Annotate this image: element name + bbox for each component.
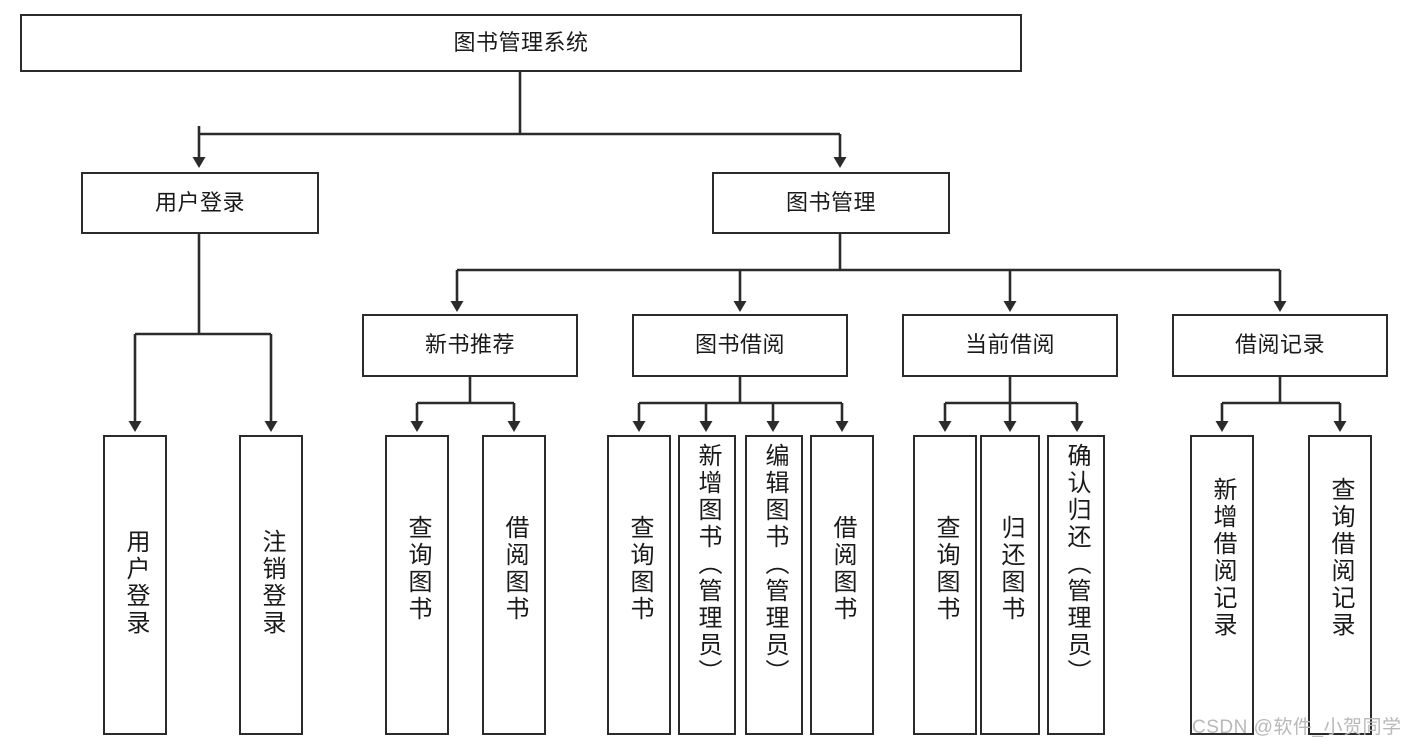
node-user-login[interactable]: 用户登录 — [81, 172, 319, 234]
node-label: 图书借阅 — [694, 332, 785, 358]
leaf-current-borrow-confirm-return[interactable]: 确认归还（管理员） — [1047, 435, 1105, 735]
leaf-user-login-logout[interactable]: 注销登录 — [239, 435, 303, 735]
node-label: 归还图书 — [997, 515, 1024, 623]
node-label: 查询图书 — [626, 515, 653, 623]
node-label: 当前借阅 — [964, 332, 1055, 358]
node-book-borrow[interactable]: 图书借阅 — [632, 314, 848, 377]
node-book-management[interactable]: 图书管理 — [712, 172, 950, 234]
leaf-book-borrow-add-book[interactable]: 新增图书（管理员） — [678, 435, 736, 735]
leaf-user-login-login[interactable]: 用户登录 — [103, 435, 167, 735]
node-label: 借阅图书 — [501, 515, 528, 623]
node-label: 用户登录 — [122, 529, 149, 637]
node-current-borrow[interactable]: 当前借阅 — [902, 314, 1118, 377]
node-label: 注销登录 — [258, 529, 285, 637]
node-borrow-record[interactable]: 借阅记录 — [1172, 314, 1388, 377]
node-label: 借阅图书 — [829, 515, 856, 623]
leaf-borrow-record-add-record[interactable]: 新增借阅记录 — [1190, 435, 1254, 735]
node-label: 确认归还（管理员） — [1063, 443, 1090, 686]
leaf-book-borrow-borrow-book[interactable]: 借阅图书 — [810, 435, 874, 735]
leaf-current-borrow-query-book[interactable]: 查询图书 — [913, 435, 977, 735]
leaf-book-borrow-edit-book[interactable]: 编辑图书（管理员） — [745, 435, 803, 735]
node-label: 图书管理系统 — [453, 29, 589, 55]
node-label: 用户登录 — [154, 189, 245, 215]
node-label: 新增借阅记录 — [1209, 477, 1236, 639]
node-root-system[interactable]: 图书管理系统 — [20, 14, 1022, 72]
leaf-new-book-query-book[interactable]: 查询图书 — [385, 435, 449, 735]
node-new-book-recommend[interactable]: 新书推荐 — [362, 314, 578, 377]
node-label: 查询借阅记录 — [1327, 477, 1354, 639]
node-label: 图书管理 — [785, 189, 876, 215]
node-label: 查询图书 — [404, 515, 431, 623]
leaf-book-borrow-query-book[interactable]: 查询图书 — [607, 435, 671, 735]
node-label: 新增图书（管理员） — [694, 443, 721, 686]
node-label: 新书推荐 — [424, 332, 515, 358]
node-label: 查询图书 — [932, 515, 959, 623]
node-label: 编辑图书（管理员） — [761, 443, 788, 686]
leaf-current-borrow-return-book[interactable]: 归还图书 — [980, 435, 1040, 735]
node-label: 借阅记录 — [1234, 332, 1325, 358]
leaf-borrow-record-query-record[interactable]: 查询借阅记录 — [1308, 435, 1372, 735]
leaf-new-book-borrow-book[interactable]: 借阅图书 — [482, 435, 546, 735]
